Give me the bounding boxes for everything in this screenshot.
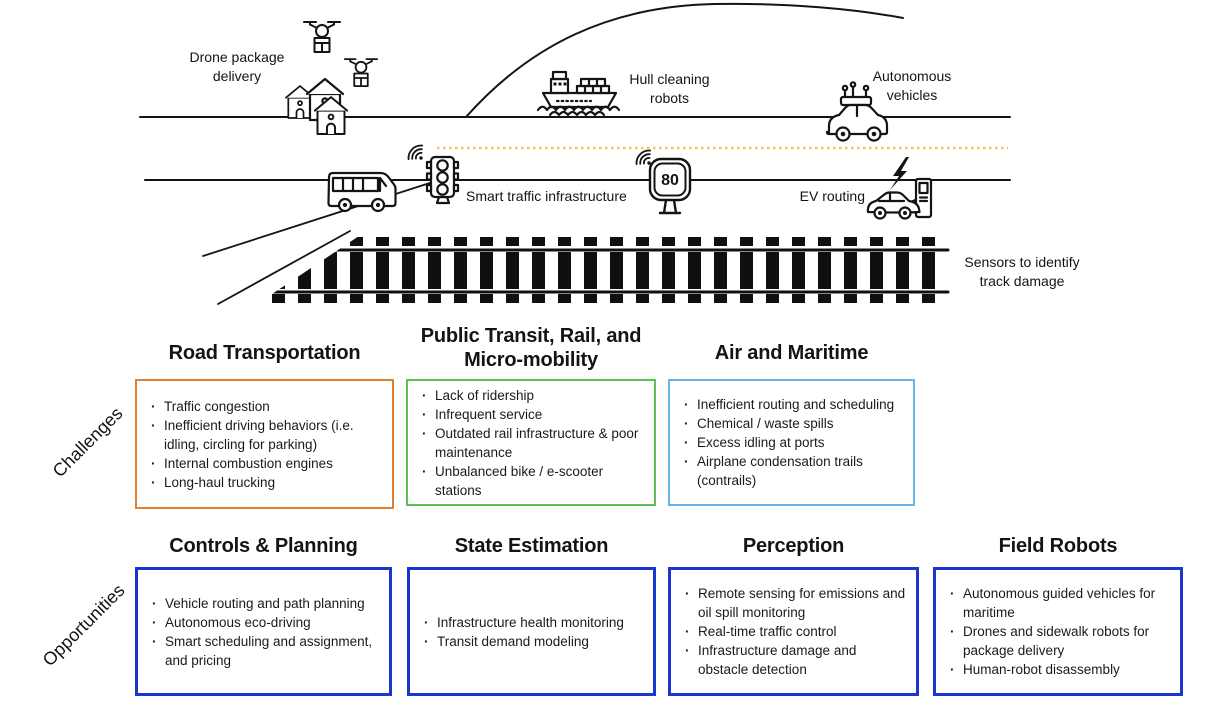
bullet-item: Remote sensing for emissions and oil spi… (681, 584, 906, 622)
transport-scene-illustration: 80 (139, 2, 1011, 306)
bullet-item: Smart scheduling and assignment, and pri… (148, 632, 379, 670)
ramp-line-upper (202, 180, 437, 257)
railroad-track (236, 234, 950, 306)
hill-curve (465, 2, 904, 118)
bullet-item: Vehicle routing and path planning (148, 594, 379, 613)
opportunity-list-controls: Vehicle routing and path planning Autono… (148, 594, 379, 670)
challenge-list-road: Traffic congestion Inefficient driving b… (147, 397, 382, 492)
bullet-item: Long-haul trucking (147, 473, 382, 492)
houses-icon (285, 77, 349, 135)
ev-charging-icon (866, 157, 933, 220)
bullet-item: Infrastructure health monitoring (420, 613, 643, 632)
bus-icon (327, 171, 397, 213)
bullet-item: Drones and sidewalk robots for package d… (946, 622, 1170, 660)
cargo-ship-icon (536, 70, 621, 117)
hull-cleaning-label: Hull cleaning robots (629, 71, 710, 106)
challenge-list-air-maritime: Inefficient routing and scheduling Chemi… (680, 395, 903, 490)
bullet-item: Infrequent service (418, 405, 644, 424)
bullet-item: Chemical / waste spills (680, 414, 903, 433)
challenge-box-road: Traffic congestion Inefficient driving b… (135, 379, 394, 509)
challenge-box-air-maritime: Inefficient routing and scheduling Chemi… (668, 379, 915, 506)
opportunity-list-field-robots: Autonomous guided vehicles for maritime … (946, 584, 1170, 679)
drone-icon (303, 21, 341, 53)
bullet-item: Excess idling at ports (680, 433, 903, 452)
opportunity-box-controls: Vehicle routing and path planning Autono… (135, 567, 392, 696)
ev-routing-label: EV routing (799, 188, 865, 204)
opportunity-list-state-estimation: Infrastructure health monitoring Transit… (420, 613, 643, 651)
traffic-light-icon (425, 155, 460, 205)
bullet-item: Autonomous guided vehicles for maritime (946, 584, 1170, 622)
bullet-item: Infrastructure damage and obstacle detec… (681, 641, 906, 679)
challenges-section-label: Challenges (48, 403, 127, 482)
bullet-item: Outdated rail infrastructure & poor main… (418, 424, 644, 462)
drone-delivery-label: Drone package delivery (189, 49, 285, 84)
opportunities-header-state-estimation: State Estimation (454, 535, 609, 557)
bullet-item: Airplane condensation trails (contrails) (680, 452, 903, 490)
bullet-item: Traffic congestion (147, 397, 382, 416)
opportunity-box-field-robots: Autonomous guided vehicles for maritime … (933, 567, 1183, 696)
opportunity-list-perception: Remote sensing for emissions and oil spi… (681, 584, 906, 679)
bullet-item: Transit demand modeling (420, 632, 643, 651)
bullet-item: Lack of ridership (418, 386, 644, 405)
opportunity-box-perception: Remote sensing for emissions and oil spi… (668, 567, 919, 696)
challenge-box-transit: Lack of ridership Infrequent service Out… (406, 379, 656, 506)
bullet-item: Autonomous eco-driving (148, 613, 379, 632)
opportunity-box-state-estimation: Infrastructure health monitoring Transit… (407, 567, 656, 696)
speed-limit-value: 80 (661, 172, 679, 189)
autonomous-vehicles-label: Autonomous vehicles (872, 68, 952, 103)
opportunities-section-label: Opportunities (38, 580, 129, 671)
opportunities-header-controls: Controls & Planning (169, 535, 358, 557)
bullet-item: Inefficient routing and scheduling (680, 395, 903, 414)
challenges-header-road: Road Transportation (168, 342, 361, 364)
bullet-item: Human-robot disassembly (946, 660, 1170, 679)
bullet-item: Real-time traffic control (681, 622, 906, 641)
challenges-header-air-maritime: Air and Maritime (714, 342, 869, 364)
challenge-list-transit: Lack of ridership Infrequent service Out… (418, 386, 644, 500)
smart-traffic-label: Smart traffic infrastructure (466, 188, 627, 204)
opportunities-header-perception: Perception (742, 535, 845, 557)
wifi-icon (404, 141, 430, 167)
lightning-bolt-icon (890, 157, 909, 190)
autonomous-car-icon (825, 81, 889, 142)
bullet-item: Inefficient driving behaviors (i.e. idli… (147, 416, 382, 454)
bullet-item: Internal combustion engines (147, 454, 382, 473)
speed-limit-sign-icon: 80 (648, 157, 692, 215)
drone-icon-2 (343, 58, 379, 87)
ramp-line-lower (217, 230, 351, 305)
bullet-item: Unbalanced bike / e-scooter stations (418, 462, 644, 500)
opportunities-header-field-robots: Field Robots (998, 535, 1118, 557)
track-sensors-label: Sensors to identify track damage (964, 254, 1080, 289)
challenges-header-transit: Public Transit, Rail, and Micro-mobility (420, 325, 642, 371)
